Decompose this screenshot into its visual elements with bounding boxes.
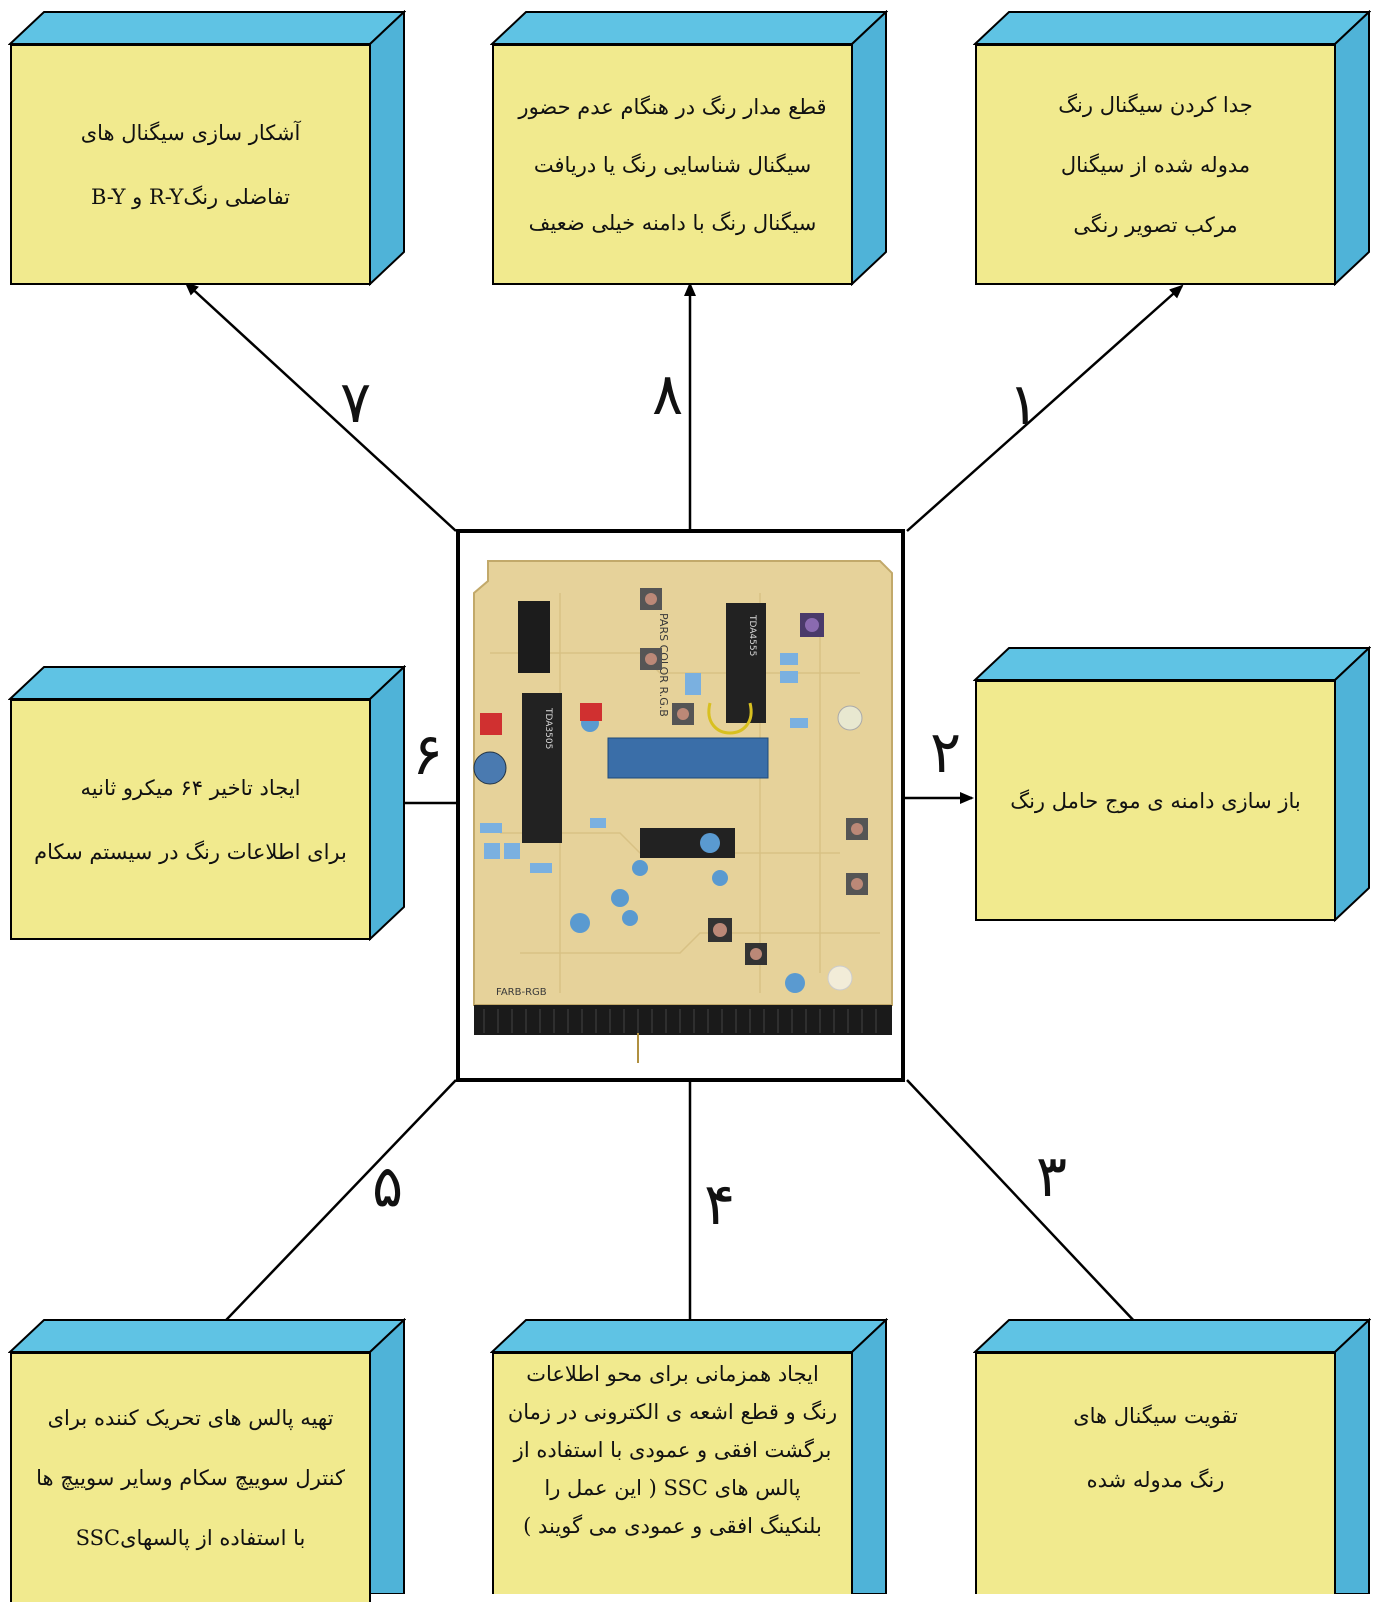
box-4-shape — [490, 1318, 888, 1594]
box-1-shape — [973, 10, 1371, 286]
connector-header — [518, 601, 550, 673]
box-4-line-1: ایجاد همزمانی برای محو اطلاعات — [526, 1362, 819, 1386]
film-capacitors — [480, 653, 808, 873]
delay-line — [607, 737, 769, 779]
box-4-line-2: رنگ و قطع اشعه ی الکترونی در زمان — [507, 1400, 838, 1424]
ic-chip-2-label: TDA4555 — [747, 614, 757, 656]
box-7-face: آشکار سازی سیگنال های تفاضلی رنگR-Y و B-… — [10, 44, 371, 285]
box-8-line-2: سیگنال شناسایی رنگ یا دریافت — [533, 152, 812, 177]
red-capacitors — [480, 703, 602, 735]
box-2: باز سازی دامنه ی موج حامل رنگ — [973, 646, 1371, 922]
box-1-line-2: مدوله شده از سیگنال — [1060, 152, 1251, 177]
box-2-shape — [973, 646, 1371, 922]
trimmers — [640, 588, 868, 965]
box-7-line-2: تفاضلی رنگR-Y و B-Y — [90, 184, 291, 209]
ic-chip-3 — [640, 828, 735, 858]
box-5: تهیه پالس های تحریک کننده برای کنترل سوی… — [8, 1318, 406, 1602]
arrow-5 — [205, 1079, 457, 1342]
box-5-line-2: کنترل سوییچ سکام وسایر سوییچ ها — [36, 1466, 345, 1490]
circuit-board-photo: PARS COLOR R.G.B FARB-RGB TDA3505 TDA455… — [456, 529, 905, 1082]
arrow-7 — [184, 281, 457, 532]
arrow-1 — [906, 284, 1184, 532]
box-1: جدا کردن سیگنال رنگ مدوله شده از سیگنال … — [973, 10, 1371, 286]
number-5: ۵ — [372, 1152, 404, 1220]
box-1-line-3: مرکب تصویر رنگی — [1073, 212, 1238, 237]
number-2: ۲ — [930, 718, 962, 786]
ic-chip-1 — [522, 693, 562, 843]
box-8-line-1: قطع مدار رنگ در هنگام عدم حضور — [518, 94, 827, 119]
box-4-line-4: پالس های SSC ( این عمل را — [544, 1476, 801, 1500]
box-8-face: قطع مدار رنگ در هنگام عدم حضور سیگنال شن… — [492, 44, 853, 285]
pcb-label-board: FARB-RGB — [496, 987, 547, 998]
box-6-face: ایجاد تاخیر ۶۴ میکرو ثانیه برای اطلاعات … — [10, 699, 371, 940]
box-7-line-1: آشکار سازی سیگنال های — [80, 120, 301, 145]
box-6: ایجاد تاخیر ۶۴ میکرو ثانیه برای اطلاعات … — [8, 665, 406, 941]
box-1-face: جدا کردن سیگنال رنگ مدوله شده از سیگنال … — [975, 44, 1336, 285]
box-8: قطع مدار رنگ در هنگام عدم حضور سیگنال شن… — [490, 10, 888, 286]
box-7: آشکار سازی سیگنال های تفاضلی رنگR-Y و B-… — [8, 10, 406, 286]
box-4-line-5: بلنکینگ افقی و عمودی می گویند ) — [523, 1514, 822, 1538]
box-3-line-1: تقویت سیگنال های — [1073, 1404, 1238, 1428]
box-4-line-3: برگشت افقی و عمودی با استفاده از — [513, 1438, 832, 1462]
box-5-shape — [8, 1318, 406, 1594]
box-4: ایجاد همزمانی برای محو اطلاعات رنگ و قطع… — [490, 1318, 888, 1594]
box-8-line-3: سیگنال رنگ با دامنه خیلی ضعیف — [528, 210, 817, 235]
box-7-shape — [8, 10, 406, 286]
box-4-face: ایجاد همزمانی برای محو اطلاعات رنگ و قطع… — [492, 1352, 853, 1594]
box-6-line-2: برای اطلاعات رنگ در سیستم سکام — [34, 839, 347, 864]
number-1: ۱ — [1008, 370, 1040, 438]
box-5-line-3: با استفاده از پالسهایSSC — [75, 1526, 306, 1550]
number-6: ۶ — [412, 720, 444, 788]
arrow-3 — [906, 1079, 1154, 1342]
box-5-line-1: تهیه پالس های تحریک کننده برای — [47, 1406, 334, 1430]
box-6-line-1: ایجاد تاخیر ۶۴ میکرو ثانیه — [80, 775, 301, 800]
pcb-label-brand: PARS COLOR R.G.B — [657, 613, 670, 717]
box-1-line-1: جدا کردن سیگنال رنگ — [1058, 92, 1253, 117]
ic-chip-2 — [726, 603, 766, 723]
circuit-board-image: PARS COLOR R.G.B FARB-RGB TDA3505 TDA455… — [473, 560, 893, 1063]
box-6-shape — [8, 665, 406, 941]
number-7: ۷ — [340, 368, 372, 436]
capacitors — [473, 705, 863, 993]
ic-chip-1-label: TDA3505 — [543, 707, 553, 749]
number-4: ۴ — [704, 1170, 736, 1238]
box-3-face: تقویت سیگنال های رنگ مدوله شده — [975, 1352, 1336, 1594]
box-2-line-1: باز سازی دامنه ی موج حامل رنگ — [1010, 788, 1301, 813]
box-5-face: تهیه پالس های تحریک کننده برای کنترل سوی… — [10, 1352, 371, 1602]
box-2-face: باز سازی دامنه ی موج حامل رنگ — [975, 680, 1336, 921]
edge-connector — [474, 1005, 892, 1035]
box-8-shape — [490, 10, 888, 286]
box-3-line-2: رنگ مدوله شده — [1086, 1468, 1225, 1492]
connector-pins — [483, 1009, 877, 1033]
number-8: ۸ — [652, 360, 684, 428]
yellow-wire — [707, 702, 753, 735]
box-3: تقویت سیگنال های رنگ مدوله شده — [973, 1318, 1371, 1594]
number-3: ۳ — [1036, 1142, 1068, 1210]
box-3-shape — [973, 1318, 1371, 1594]
